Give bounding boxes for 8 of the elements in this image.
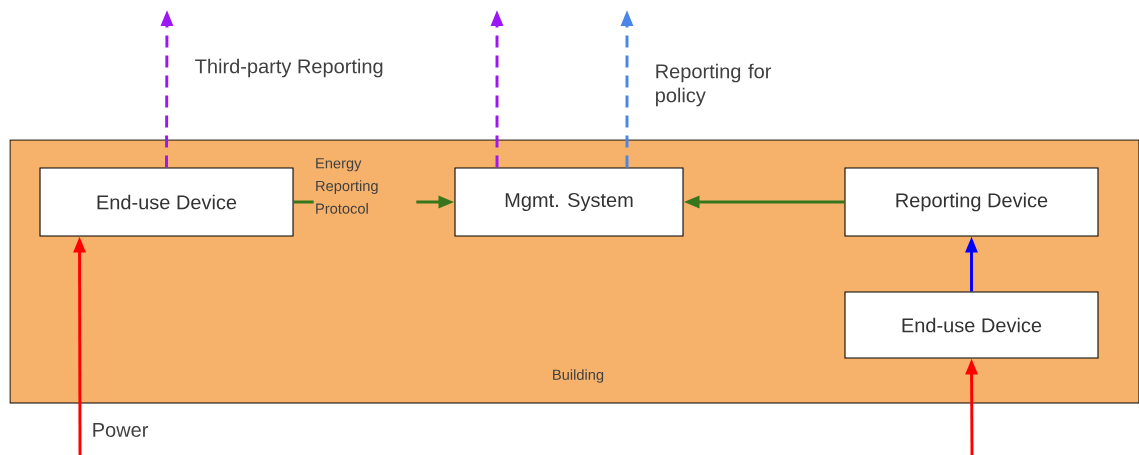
device-box: Reporting Device	[844, 167, 1099, 237]
edge-label: Third-party Reporting	[195, 58, 383, 78]
edge-label: Power	[93, 423, 149, 437]
device-box: End-use Device	[844, 291, 1099, 359]
device-box: End-use Device	[39, 167, 294, 237]
edge-label: Energy Reporting Protocol	[313, 156, 417, 216]
device-box: Mgmt. System	[454, 167, 684, 237]
edge-label: Reporting for policy	[656, 63, 772, 107]
